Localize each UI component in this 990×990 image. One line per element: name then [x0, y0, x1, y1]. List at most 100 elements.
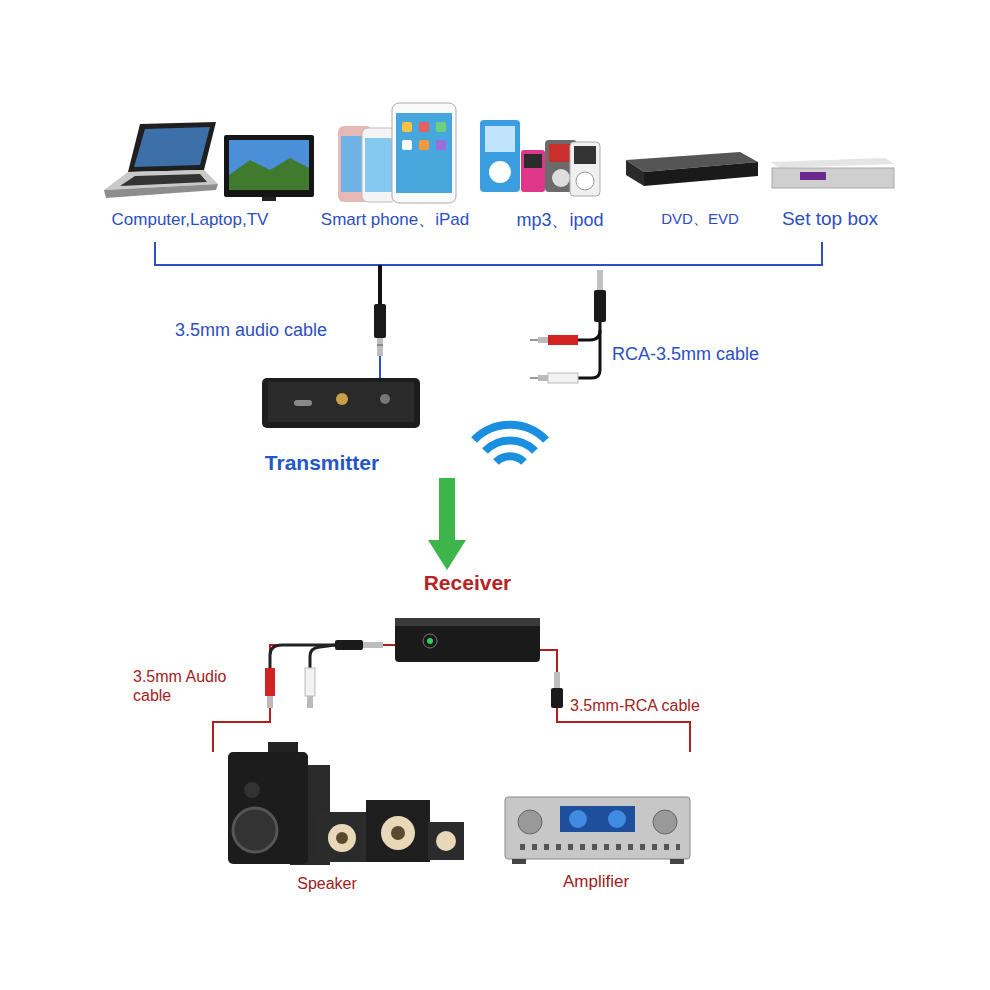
speaker-cap — [336, 832, 348, 844]
speaker-handle — [268, 742, 298, 752]
rca-plug-tip — [307, 696, 313, 708]
phone-body — [338, 126, 372, 202]
amplifier-display — [560, 806, 635, 832]
plug-body — [374, 304, 386, 338]
phone-body — [362, 128, 396, 202]
wireless-symbol — [474, 425, 546, 440]
stb-top — [770, 158, 895, 168]
tv-screen — [229, 140, 309, 190]
cable-wire — [578, 322, 600, 378]
speaker-cone — [381, 816, 415, 850]
speaker-body — [290, 765, 330, 865]
phone-screen — [365, 138, 393, 192]
laptop-lid — [128, 122, 216, 172]
ipod-screen — [574, 146, 596, 164]
amplifier-knob — [653, 810, 677, 834]
wireless-symbol — [485, 440, 535, 451]
wireless-symbol — [496, 456, 524, 462]
amplifier-foot — [512, 859, 526, 864]
rca-plug-tip — [538, 337, 548, 343]
device-label: DVD、EVD — [625, 210, 775, 228]
ipod-screen — [524, 154, 542, 168]
plug-tip — [597, 270, 603, 290]
app-icon — [402, 140, 412, 150]
cable-wire — [270, 645, 335, 668]
stb-display — [800, 172, 826, 180]
plug-tip — [377, 338, 383, 356]
device-label: Amplifier — [526, 872, 666, 892]
app-icon — [436, 140, 446, 150]
speaker-tweeter — [244, 782, 260, 798]
connector — [380, 242, 822, 378]
ipod-wheel — [576, 172, 594, 190]
stb-front — [772, 168, 894, 188]
ipod-nano — [521, 150, 545, 192]
rca-plug-red — [548, 335, 578, 345]
led-ring — [423, 634, 437, 648]
amplifier-knob — [518, 810, 542, 834]
speaker-cap — [391, 826, 405, 840]
receiver-top — [395, 618, 540, 626]
device-node: Set top box — [765, 150, 895, 242]
laptop-keyboard — [120, 174, 207, 186]
cube-speaker — [428, 822, 464, 860]
ipod-classic — [545, 140, 577, 192]
cable-label: 3.5mm-RCA cable — [570, 696, 740, 715]
speaker-body — [228, 752, 308, 864]
transmitter-panel — [268, 382, 414, 422]
connector — [213, 645, 395, 752]
device-label: Speaker — [257, 874, 397, 893]
cube-speaker — [318, 812, 366, 862]
laptop-edge — [104, 184, 218, 198]
device-node: Computer,Laptop,TV — [95, 115, 285, 242]
app-icon — [419, 122, 429, 132]
plug-ring — [377, 345, 383, 346]
rca-plug-pin — [530, 339, 538, 341]
mp3-screen — [485, 126, 515, 152]
app-icon — [436, 122, 446, 132]
rca-plug-white — [305, 668, 315, 696]
plug-body — [551, 688, 563, 708]
phone-screen — [341, 136, 369, 192]
dvd-top — [626, 152, 758, 172]
device-label: Receiver — [395, 570, 540, 595]
cable-label: 3.5mm Audio cable — [133, 667, 243, 705]
audio-jack — [380, 394, 390, 404]
connector — [380, 265, 700, 378]
ipod-wheel — [552, 169, 570, 187]
amplifier-buttons — [520, 844, 680, 850]
tablet-body — [392, 103, 456, 203]
mp3-wheel — [489, 161, 511, 183]
laptop-screen — [134, 127, 210, 167]
plug-tip — [554, 672, 560, 688]
ipod-screen — [549, 144, 573, 162]
device-node: Amplifier — [490, 752, 690, 900]
connector — [380, 265, 395, 378]
device-label: Smart phone、iPad — [305, 210, 485, 230]
receiver-device — [395, 618, 540, 662]
amplifier-foot — [670, 859, 684, 864]
tv-stand — [262, 197, 276, 201]
antenna-port — [336, 393, 348, 405]
connector — [380, 265, 560, 378]
dvd-front — [644, 162, 758, 186]
app-icon — [419, 140, 429, 150]
device-label: mp3、ipod — [505, 210, 615, 232]
plug-body — [335, 640, 363, 650]
cable-wire — [378, 265, 382, 306]
app-icon — [402, 122, 412, 132]
cube-speaker — [366, 800, 430, 862]
cable-label: 3.5mm audio cable — [175, 320, 375, 342]
speaker-cone — [328, 824, 356, 852]
laptop-base — [104, 170, 218, 190]
cable-wire — [310, 645, 335, 668]
led — [427, 638, 433, 644]
ipod-white — [570, 142, 600, 196]
rca-plug-red — [265, 668, 275, 696]
rca-plug-pin — [530, 377, 538, 379]
